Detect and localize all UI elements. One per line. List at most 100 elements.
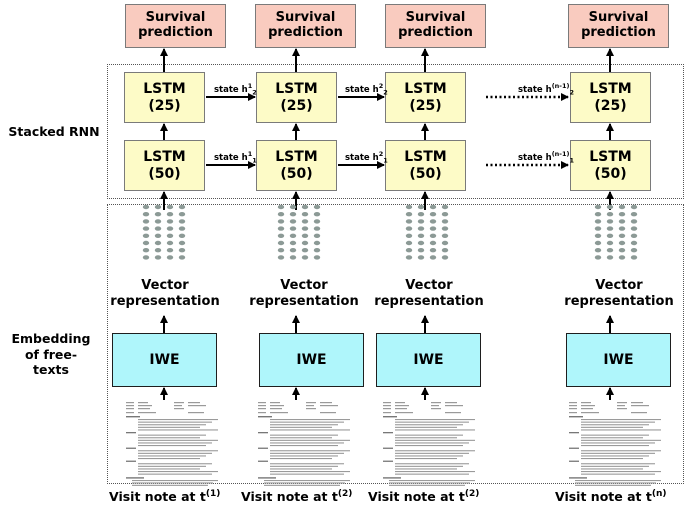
lstm-25-label-1: LSTM (25) — [143, 81, 186, 114]
document-text-line — [575, 480, 661, 482]
document-text-line — [258, 405, 266, 407]
vector-dot — [178, 226, 186, 231]
visit-note-prefix-3: Visit note at t — [368, 489, 465, 505]
document-text-line — [581, 437, 643, 439]
vector-dot — [142, 233, 150, 238]
document-text-line — [581, 455, 649, 457]
vector-dot — [277, 240, 285, 246]
document-text-line — [320, 402, 332, 404]
document-text-line — [188, 402, 200, 404]
lstm-25-box-4: LSTM (25) — [570, 72, 651, 123]
vector-dot — [313, 212, 321, 217]
survival-prediction-box-3: Survival prediction — [385, 4, 486, 48]
vector-dot — [289, 219, 297, 224]
document-text-line — [138, 452, 212, 454]
state-label-top-n: state h(n-1)2 — [518, 82, 574, 97]
vector-dot — [429, 226, 437, 231]
vector-dot — [166, 204, 174, 210]
vector-dot — [154, 204, 162, 210]
vector-representation-label-2: Vector representation — [249, 278, 359, 310]
document-text-line — [258, 416, 272, 418]
iwe-box-4: IWE — [566, 333, 671, 387]
state-label-top-n-sub: 2 — [569, 88, 575, 97]
document-text-line — [581, 445, 649, 447]
vector-dot — [277, 248, 285, 253]
document-text-line — [575, 484, 651, 486]
vector-dot — [166, 255, 174, 260]
lstm-50-box-4: LSTM (50) — [570, 140, 651, 191]
vector-dot — [405, 212, 413, 217]
vector-dot — [606, 240, 614, 246]
state-label-bottom-2-sub: 1 — [383, 156, 388, 165]
vector-dot — [417, 219, 425, 224]
state-label-top-n-sup: (n-1) — [551, 82, 570, 90]
vector-dot — [178, 212, 186, 217]
document-text-line — [569, 460, 579, 462]
document-text-line — [383, 402, 391, 404]
document-text-line — [306, 408, 316, 410]
document-text-line — [383, 405, 391, 407]
vector-dot — [429, 204, 437, 210]
vector-dot — [618, 248, 626, 253]
document-text-line — [395, 458, 457, 460]
state-label-bottom-1-sup: 1 — [247, 150, 253, 158]
survival-prediction-label-3: Survival prediction — [398, 10, 473, 40]
iwe-label-2: IWE — [296, 351, 327, 368]
document-text-line — [174, 405, 182, 407]
document-text-line — [383, 412, 391, 414]
document-text-line — [581, 442, 655, 444]
document-text-line — [270, 419, 350, 421]
document-text-line — [270, 463, 344, 465]
vector-dot — [594, 204, 602, 210]
visit-note-document-2 — [258, 402, 350, 486]
vector-dot — [178, 248, 186, 253]
visit-note-prefix-1: Visit note at t — [109, 489, 206, 505]
document-text-line — [126, 447, 136, 449]
vector-dot — [630, 255, 638, 260]
document-text-line — [383, 447, 393, 449]
document-text-line — [581, 408, 593, 410]
vector-dot — [313, 204, 321, 210]
document-text-line — [581, 426, 643, 428]
vector-dot — [594, 233, 602, 238]
vector-dot — [142, 240, 150, 246]
state-label-top-1-sup: 1 — [247, 82, 253, 90]
document-text-line — [132, 484, 208, 486]
document-text-line — [320, 412, 336, 414]
document-text-line — [581, 424, 649, 426]
vector-dot — [630, 248, 638, 253]
state-label-top-1-text: state h — [214, 84, 248, 95]
vector-dot — [429, 240, 437, 246]
document-text-line — [138, 450, 218, 452]
vector-dot — [594, 212, 602, 217]
vector-dot — [142, 248, 150, 253]
vector-dot — [606, 204, 614, 210]
document-text-line — [569, 416, 583, 418]
vector-dot — [630, 240, 638, 246]
vector-dot — [142, 255, 150, 260]
state-label-bottom-2: state h21 — [345, 150, 388, 165]
vector-dot — [289, 204, 297, 210]
visit-note-prefix-4: Visit note at t — [555, 489, 652, 505]
document-text-line — [264, 480, 350, 482]
document-text-line — [126, 402, 134, 404]
vector-dot — [441, 226, 449, 231]
document-text-line — [138, 405, 152, 407]
document-text-line — [581, 412, 599, 414]
iwe-label-4: IWE — [603, 351, 634, 368]
document-text-line — [383, 416, 397, 418]
vector-dot — [154, 219, 162, 224]
document-text-line — [395, 412, 413, 414]
document-text-line — [395, 408, 407, 410]
vector-dot — [313, 255, 321, 260]
vector-dot — [313, 240, 321, 246]
document-text-line — [270, 465, 338, 467]
document-text-line — [389, 482, 470, 484]
vector-dot — [166, 226, 174, 231]
embedding-label: Embedding of free-texts — [11, 331, 91, 378]
state-label-top-2-sup: 2 — [378, 82, 384, 90]
document-text-line — [258, 447, 268, 449]
visit-note-sup-1: (1) — [205, 489, 221, 499]
document-text-line — [126, 405, 134, 407]
